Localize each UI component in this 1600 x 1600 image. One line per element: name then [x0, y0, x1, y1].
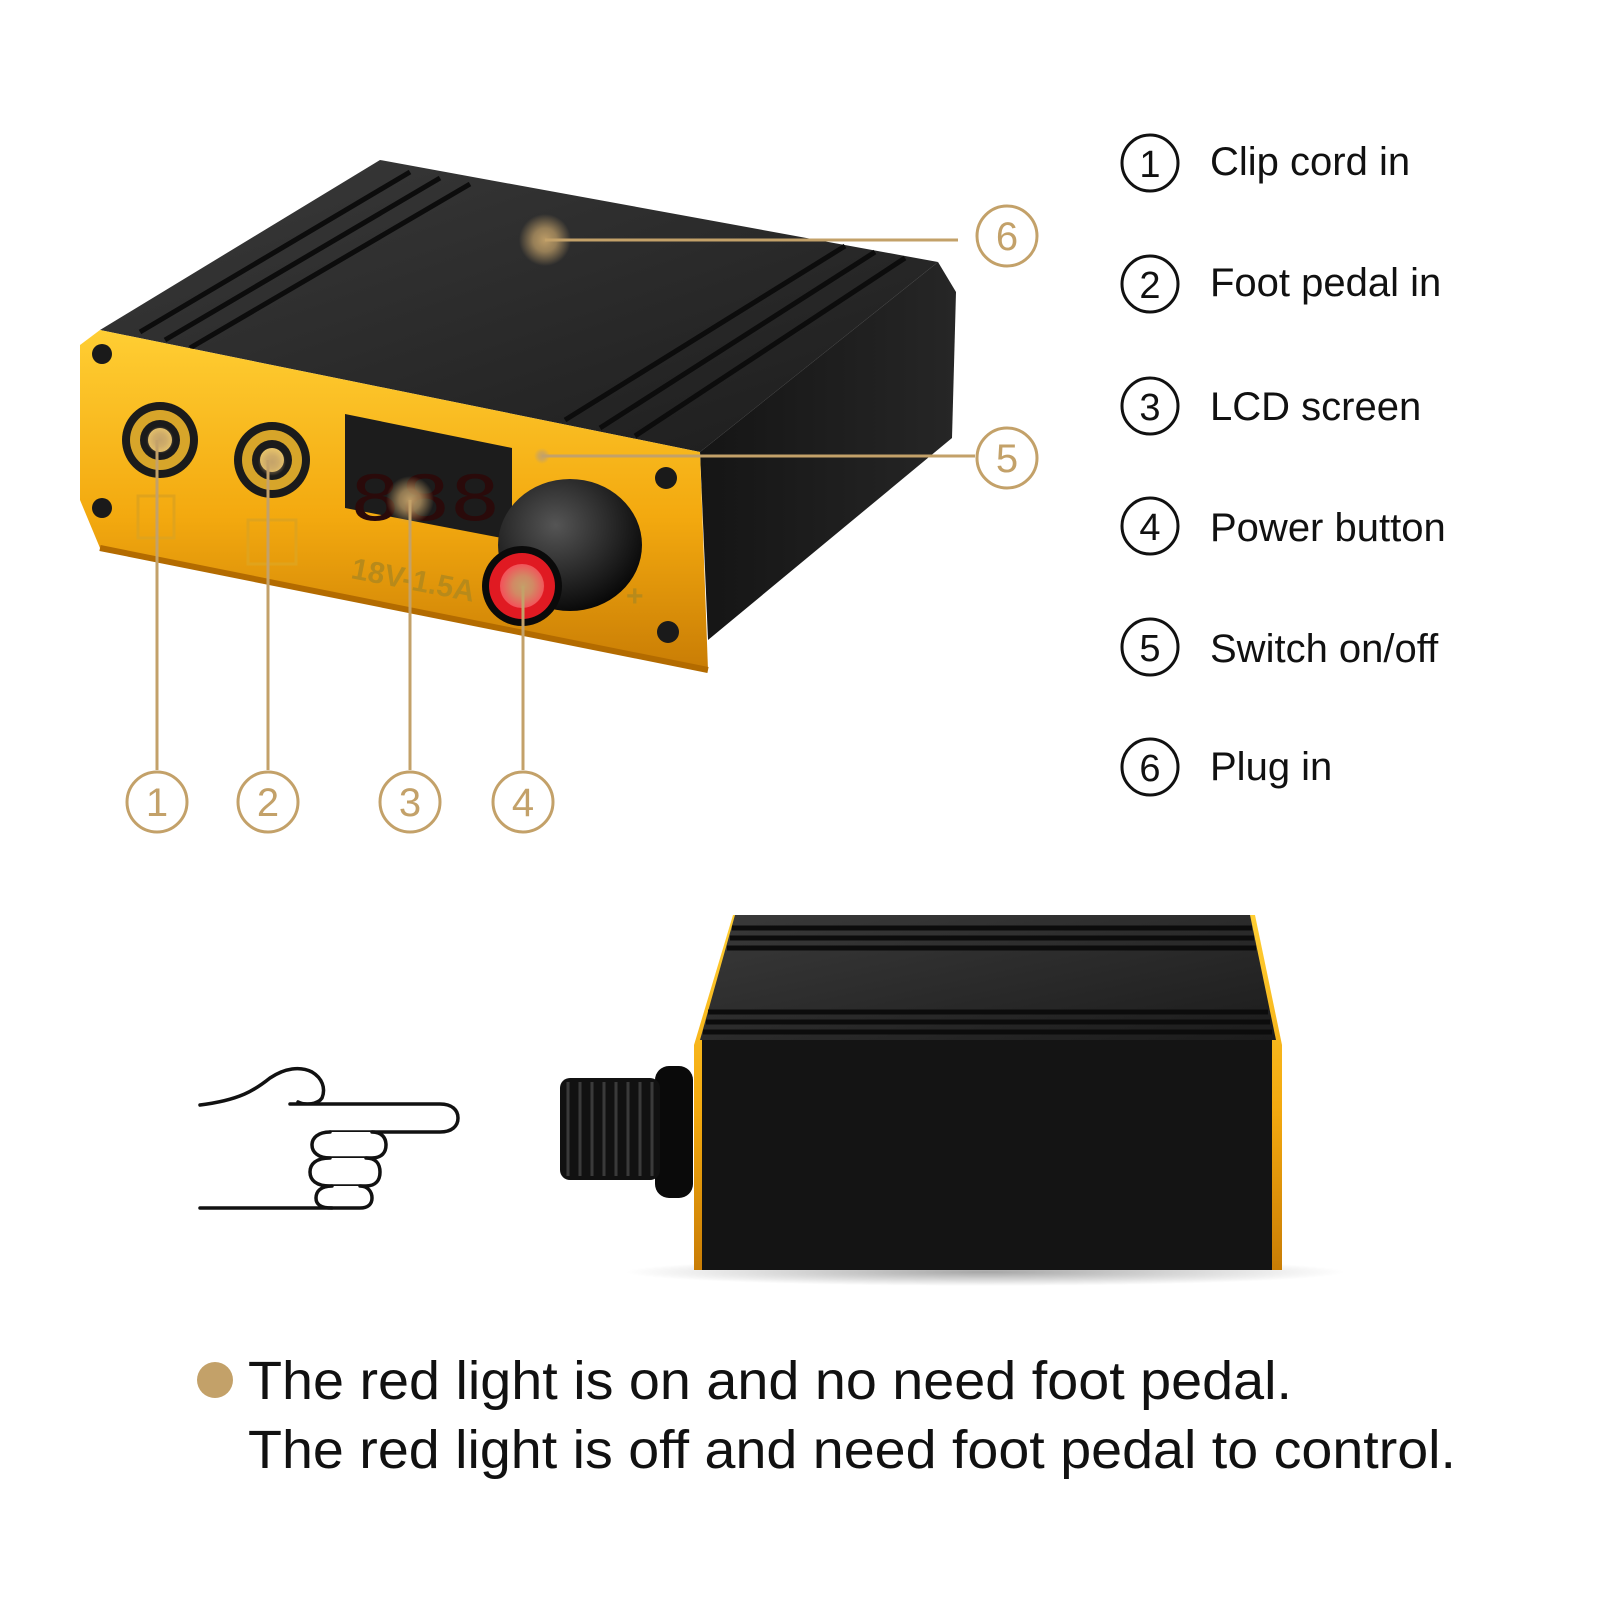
svg-text:5: 5	[996, 437, 1018, 481]
side-knob	[560, 1066, 693, 1198]
screw-top-left	[92, 344, 112, 364]
svg-text:6: 6	[1139, 748, 1160, 790]
svg-text:2: 2	[1139, 265, 1160, 307]
svg-text:3: 3	[399, 781, 421, 825]
side-view-face	[702, 1040, 1272, 1270]
notes: The red light is on and no need foot ped…	[197, 1351, 1456, 1480]
legend-item-5: 5 Switch on/off	[1120, 617, 1439, 677]
lcd-screen: 888	[345, 414, 512, 540]
legend-label: Power button	[1210, 506, 1446, 550]
legend-item-2: 2 Foot pedal in	[1120, 254, 1441, 314]
legend-label: LCD screen	[1210, 385, 1421, 429]
screw-bottom-right	[657, 621, 679, 643]
callout-dots	[146, 214, 571, 608]
legend-label: Switch on/off	[1210, 627, 1439, 671]
legend-item-4: 4 Power button	[1120, 496, 1446, 556]
legend-label: Foot pedal in	[1210, 261, 1441, 305]
svg-text:4: 4	[1139, 507, 1160, 549]
callout-marker-5: 5	[975, 426, 1039, 490]
dot-bullet-icon	[197, 1362, 233, 1398]
legend-item-3: 3 LCD screen	[1120, 376, 1421, 436]
svg-text:2: 2	[257, 781, 279, 825]
svg-text:4: 4	[512, 781, 534, 825]
device-side-view	[560, 915, 1345, 1286]
screw-top-right	[655, 467, 677, 489]
legend-item-6: 6 Plug in	[1120, 737, 1332, 797]
device-side-face	[700, 262, 956, 640]
svg-text:1: 1	[1139, 144, 1160, 186]
callout-lines	[155, 238, 975, 770]
callout-marker-3: 3	[378, 770, 442, 834]
legend: 1 Clip cord in 2 Foot pedal in 3 LCD scr…	[1120, 133, 1446, 797]
legend-label: Clip cord in	[1210, 140, 1410, 184]
svg-text:3: 3	[1139, 387, 1160, 429]
svg-text:1: 1	[146, 781, 168, 825]
pointing-hand-icon	[198, 1066, 460, 1210]
legend-label: Plug in	[1210, 745, 1332, 789]
note-line-1: The red light is on and no need foot ped…	[248, 1351, 1292, 1411]
screw-bottom-left	[92, 498, 112, 518]
svg-text:6: 6	[996, 215, 1018, 259]
callout-marker-6: 6	[975, 204, 1039, 268]
callout-marker-2: 2	[236, 770, 300, 834]
legend-item-1: 1 Clip cord in	[1120, 133, 1410, 193]
note-line-2: The red light is off and need foot pedal…	[248, 1420, 1456, 1480]
svg-text:5: 5	[1139, 628, 1160, 670]
top-grooves	[138, 169, 907, 439]
panel-plus-sign: +	[626, 580, 644, 613]
callout-marker-1: 1	[125, 770, 189, 834]
callout-marker-4: 4	[491, 770, 555, 834]
